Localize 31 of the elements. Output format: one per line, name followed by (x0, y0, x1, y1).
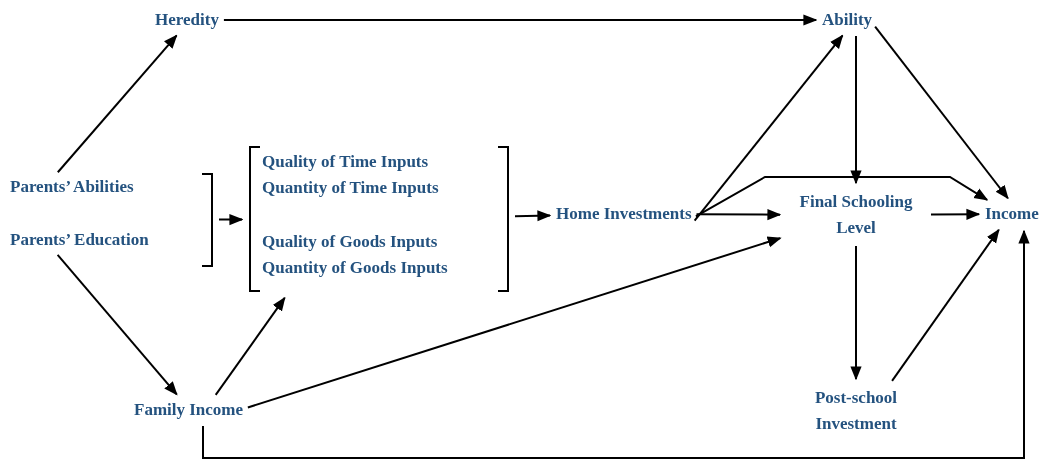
node-label: Parents’ Abilities (10, 176, 134, 198)
arrow (56, 253, 178, 396)
arrow (246, 236, 782, 409)
arrow (695, 209, 782, 221)
arrow (56, 34, 178, 174)
arrow (694, 176, 989, 218)
input-label: Quantity of Goods Inputs (262, 257, 448, 279)
input-label: Quantity of Time Inputs (262, 177, 439, 199)
bracket-group (248, 145, 510, 293)
arrow (930, 208, 981, 220)
arrow (693, 34, 844, 222)
node-label: Post-school Investment (790, 385, 922, 437)
arrow (514, 210, 552, 222)
arrow (850, 245, 862, 381)
node-label: Ability (822, 9, 873, 31)
input-label: Quality of Time Inputs (262, 151, 429, 173)
node-label: Parents’ Education (10, 229, 149, 251)
node-label: Heredity (155, 9, 219, 31)
arrow (214, 296, 286, 396)
bracket-group (8, 172, 214, 268)
arrow (874, 25, 1009, 200)
arrow (891, 228, 1000, 382)
input-label: Quality of Goods Inputs (262, 231, 438, 253)
arrow (202, 229, 1030, 459)
arrow (222, 14, 818, 26)
node-label: Income (985, 203, 1039, 225)
arrow (218, 213, 244, 226)
node-label: Home Investments (556, 203, 692, 225)
arrow (850, 35, 862, 185)
node-label: Family Income (134, 399, 244, 421)
node-label: Final Schooling Level (786, 189, 926, 241)
